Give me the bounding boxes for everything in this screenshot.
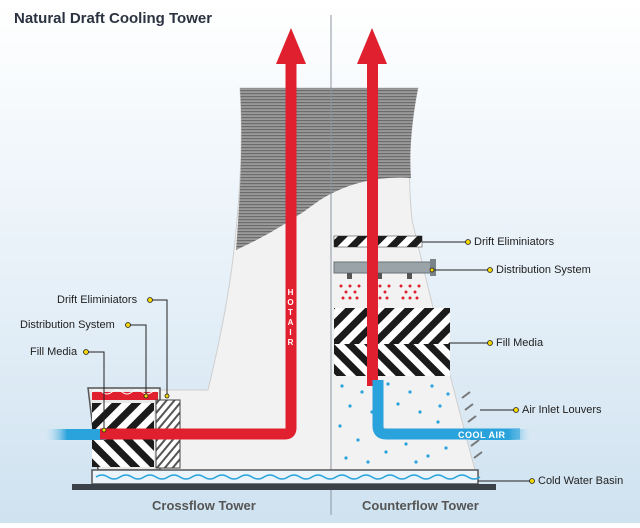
right-leader-lines xyxy=(422,241,532,482)
counterflow-hot-air-path xyxy=(367,60,378,386)
counterflow-distribution-label: Distribution System xyxy=(496,264,591,276)
counterflow-tower-caption: Counterflow Tower xyxy=(362,498,479,513)
crossflow-cool-air xyxy=(46,429,106,440)
water-drops xyxy=(338,382,450,464)
crossflow-tower-caption: Crossflow Tower xyxy=(152,498,256,513)
hot-air-label-2: AIR xyxy=(286,318,295,348)
diagram-title: Natural Draft Cooling Tower xyxy=(14,10,213,27)
crossflow-drift-eliminator-label: Drift Eliminiators xyxy=(57,294,138,306)
air-inlet-louvers xyxy=(461,391,483,459)
crossflow-fill-media-label: Fill Media xyxy=(30,346,78,358)
air-inlet-louvers-label: Air Inlet Louvers xyxy=(522,404,602,416)
crossflow-distribution-pan xyxy=(92,392,158,400)
counterflow-drift-eliminator-label: Drift Eliminiators xyxy=(474,236,555,248)
crossflow-distribution-label: Distribution System xyxy=(20,319,115,331)
cold-water-basin-label: Cold Water Basin xyxy=(538,475,624,487)
ground-slab xyxy=(72,484,496,490)
crossflow-hot-air-path xyxy=(100,60,297,440)
cool-air-label: COOL AIR xyxy=(458,430,506,440)
counterflow-hot-air-arrowhead xyxy=(357,28,387,64)
crossflow-hot-air-arrowhead xyxy=(276,28,306,64)
hot-air-label-1: HOT xyxy=(286,288,295,318)
counterflow-fill-media xyxy=(334,308,450,344)
counterflow-cool-air-path xyxy=(372,380,520,440)
left-leader-lines xyxy=(86,299,168,430)
counterflow-distribution-pipe xyxy=(333,261,433,274)
counterflow-fill-media-label: Fill Media xyxy=(496,337,544,349)
